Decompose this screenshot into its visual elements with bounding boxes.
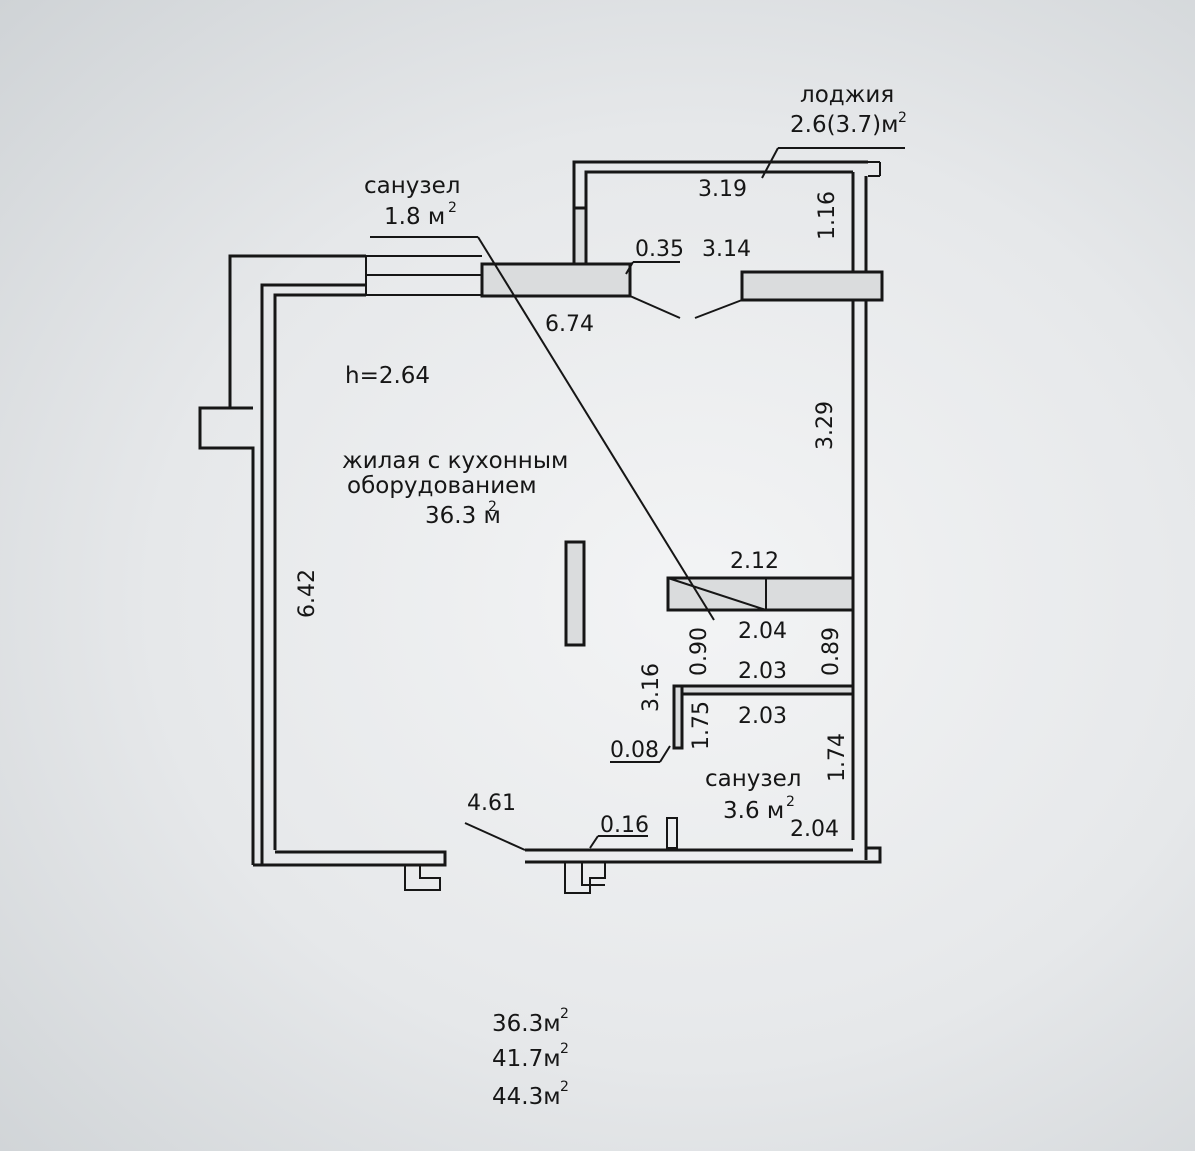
svg-text:36.3м: 36.3м bbox=[492, 1011, 561, 1037]
dim-3-16: 3.16 bbox=[639, 663, 664, 712]
dim-4-61: 4.61 bbox=[467, 791, 516, 816]
outer-walls bbox=[198, 172, 884, 894]
svg-text:2: 2 bbox=[560, 1041, 569, 1057]
bath-bottom-name: санузел bbox=[705, 766, 801, 792]
svg-text:2.6(3.7)м: 2.6(3.7)м bbox=[790, 112, 898, 138]
svg-text:1.8 м: 1.8 м bbox=[384, 204, 445, 230]
total-2: 41.7м 2 bbox=[492, 1041, 569, 1072]
loggia-name: лоджия bbox=[800, 82, 894, 108]
dim-2-04-b: 2.04 bbox=[790, 817, 839, 842]
dim-1-74: 1.74 bbox=[825, 733, 850, 782]
ceiling-height: h=2.64 bbox=[345, 363, 430, 389]
svg-text:3.6 м: 3.6 м bbox=[723, 798, 784, 824]
svg-text:2: 2 bbox=[898, 110, 907, 126]
svg-text:2: 2 bbox=[488, 499, 497, 515]
dim-6-74: 6.74 bbox=[545, 312, 594, 337]
svg-text:2: 2 bbox=[560, 1006, 569, 1022]
bathroom-partitions bbox=[666, 576, 855, 750]
svg-text:2: 2 bbox=[786, 794, 795, 810]
dim-0-08: 0.08 bbox=[610, 738, 659, 763]
dim-0-35: 0.35 bbox=[635, 237, 684, 262]
living-name-1: жилая с кухонным bbox=[342, 448, 568, 474]
svg-text:44.3м: 44.3м bbox=[492, 1084, 561, 1110]
dim-3-29: 3.29 bbox=[813, 401, 838, 450]
svg-text:41.7м: 41.7м bbox=[492, 1046, 561, 1072]
bath-top-name: санузел bbox=[364, 173, 460, 199]
column bbox=[564, 540, 586, 647]
total-1: 36.3м 2 bbox=[492, 1006, 569, 1037]
bath-bottom-area: 3.6 м 2 bbox=[723, 794, 795, 824]
living-area: 36.3 м 2 bbox=[425, 499, 501, 529]
dim-6-42: 6.42 bbox=[295, 569, 320, 618]
dim-0-16: 0.16 bbox=[600, 813, 649, 838]
dim-2-12: 2.12 bbox=[730, 549, 779, 574]
dim-3-19: 3.19 bbox=[698, 177, 747, 202]
dim-1-75: 1.75 bbox=[689, 701, 714, 750]
dim-2-03-a: 2.03 bbox=[738, 659, 787, 684]
dim-3-14: 3.14 bbox=[702, 237, 751, 262]
svg-text:2: 2 bbox=[448, 200, 457, 216]
dim-0-90: 0.90 bbox=[687, 627, 712, 676]
bath-top-area: 1.8 м 2 bbox=[384, 200, 457, 230]
dim-0-89: 0.89 bbox=[819, 627, 844, 676]
dim-2-03-b: 2.03 bbox=[738, 704, 787, 729]
svg-text:2: 2 bbox=[560, 1079, 569, 1095]
living-name-2: оборудованием bbox=[347, 473, 537, 499]
total-3: 44.3м 2 bbox=[492, 1079, 569, 1110]
svg-text:36.3 м: 36.3 м bbox=[425, 503, 501, 529]
dim-2-04-a: 2.04 bbox=[738, 619, 787, 644]
leader-lines bbox=[370, 147, 905, 849]
dim-1-16: 1.16 bbox=[815, 191, 840, 240]
loggia-area: 2.6(3.7)м 2 bbox=[790, 110, 907, 138]
